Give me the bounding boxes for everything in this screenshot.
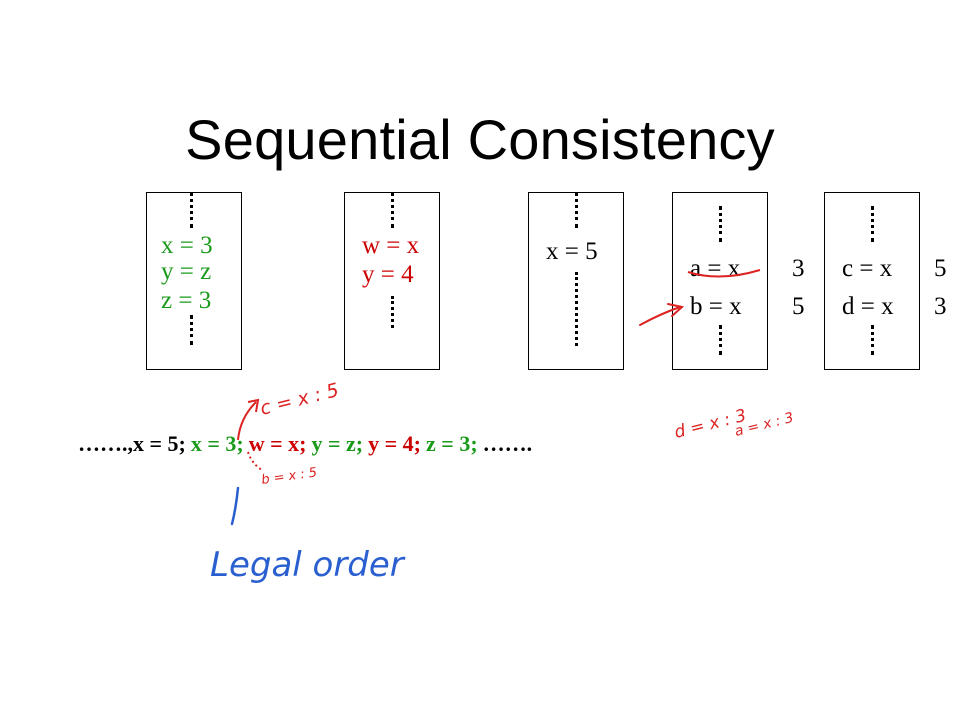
dotted-line <box>871 206 874 242</box>
read-value: 3 <box>792 255 805 282</box>
stmt: d = x <box>842 293 894 320</box>
dotted-line <box>719 206 722 242</box>
dotted-line <box>391 192 394 228</box>
stmt: x = 3 <box>161 232 213 259</box>
sequence-step: y = 4; <box>368 431 422 456</box>
read-value: 3 <box>934 293 947 320</box>
blue-stroke <box>230 486 240 526</box>
sequence-step: ……. <box>482 431 533 456</box>
note-a: a = x : 3 <box>733 410 795 440</box>
note-c: c = x : 5 <box>258 379 341 420</box>
dotted-line <box>391 296 394 328</box>
dotted-line <box>719 325 722 355</box>
stmt: y = 4 <box>362 261 414 288</box>
sequence-step: z = 3; <box>426 431 478 456</box>
note-d: d = x : 3 <box>672 406 748 443</box>
dotted-line <box>575 192 578 228</box>
sequence-step: …….,x = 5; <box>78 431 186 456</box>
sequence-step: w = x; <box>248 431 307 456</box>
sequence-order: …….,x = 5;x = 3;w = x;y = z;y = 4;z = 3;… <box>78 433 537 455</box>
note-b: b = x : 5 <box>260 465 318 488</box>
page-title: Sequential Consistency <box>185 108 775 171</box>
dotted-line <box>575 272 578 346</box>
stmt: b = x <box>690 293 742 320</box>
stmt: a = x <box>690 255 741 282</box>
note-legal: Legal order <box>210 545 406 585</box>
stmt: y = z <box>161 258 212 285</box>
dotted-line <box>190 192 193 228</box>
stmt: x = 5 <box>546 238 598 265</box>
stmt: w = x <box>362 232 420 259</box>
processor-box-1 <box>146 192 242 370</box>
stmt: c = x <box>842 255 893 282</box>
dotted-line <box>871 325 874 355</box>
read-value: 5 <box>934 255 947 282</box>
dotted-line <box>190 315 193 345</box>
stmt: z = 3 <box>161 287 212 314</box>
sequence-step: x = 3; <box>190 431 244 456</box>
sequence-step: y = z; <box>311 431 364 456</box>
read-value: 5 <box>792 293 805 320</box>
